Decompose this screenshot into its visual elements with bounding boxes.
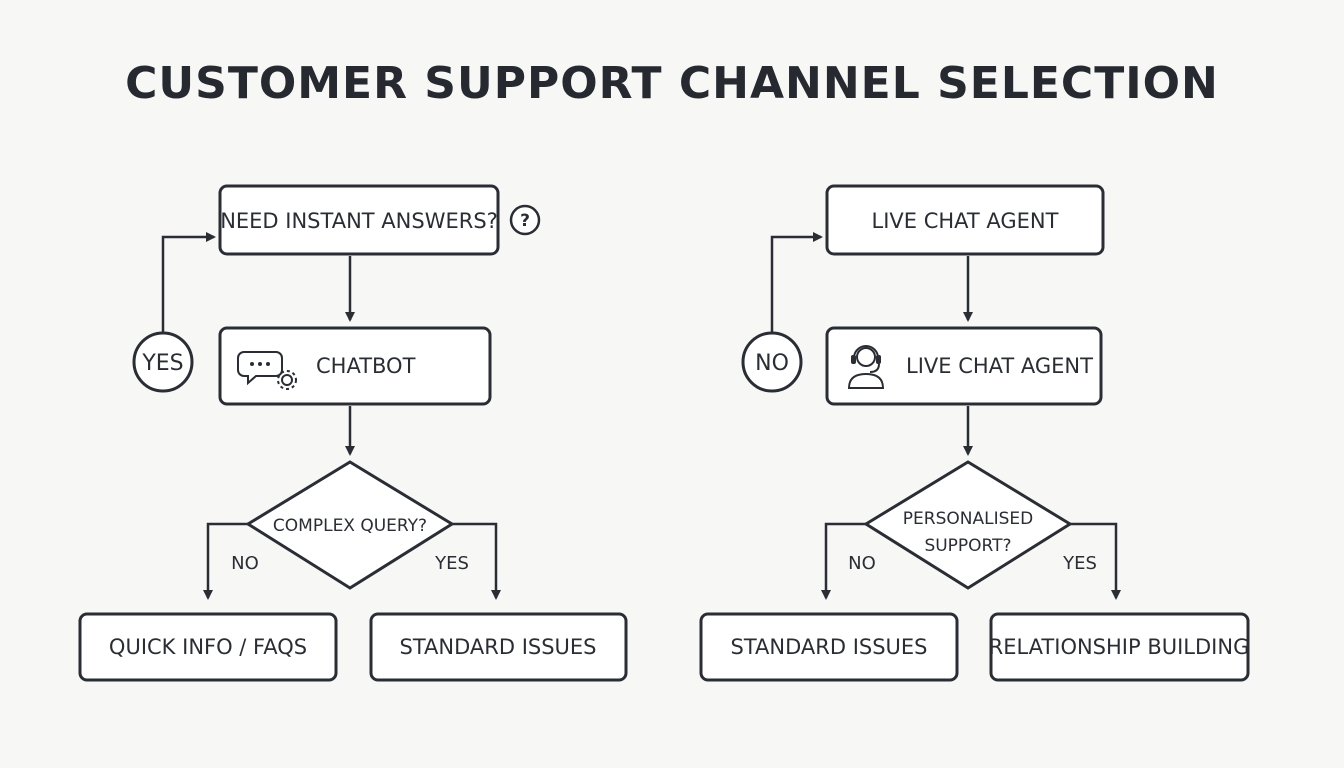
right-outcome-no-node bbox=[699, 612, 959, 682]
left-branch-yes-connector bbox=[452, 522, 501, 600]
left-top-node bbox=[218, 184, 500, 256]
right-channel-node bbox=[825, 326, 1103, 406]
right-branch-no-label: NO bbox=[848, 553, 876, 574]
help-icon bbox=[509, 204, 541, 236]
left-outcome-no-node bbox=[78, 612, 338, 682]
left-outcome-yes-label: STANDARD ISSUES bbox=[399, 635, 596, 659]
left-top-node-label: NEED INSTANT ANSWERS? bbox=[220, 209, 498, 233]
left-entry-connector bbox=[161, 232, 216, 334]
right-top-node-label: LIVE CHAT AGENT bbox=[872, 209, 1059, 233]
left-entry-circle-label: YES bbox=[141, 351, 183, 376]
help-icon-symbol: ? bbox=[520, 211, 530, 231]
right-branch-yes-label: YES bbox=[1062, 553, 1097, 574]
right-entry-connector bbox=[770, 232, 823, 334]
diagram-title: CUSTOMER SUPPORT CHANNEL SELECTION bbox=[125, 58, 1219, 109]
right-entry-circle bbox=[741, 331, 803, 393]
left-branch-yes-label: YES bbox=[434, 553, 469, 574]
left-decision-label: COMPLEX QUERY? bbox=[273, 516, 427, 536]
chatbot-gear-icon bbox=[237, 351, 297, 390]
right-outcome-no-label: STANDARD ISSUES bbox=[730, 635, 927, 659]
right-outcome-yes-node bbox=[989, 612, 1250, 682]
right-top-node bbox=[825, 184, 1105, 256]
left-channel-node-label: CHATBOT bbox=[316, 354, 416, 378]
right-channel-node-label: LIVE CHAT AGENT bbox=[906, 354, 1093, 378]
left-branch-no-label: NO bbox=[231, 553, 259, 574]
left-branch-no-connector bbox=[203, 522, 248, 600]
right-entry-circle-label: NO bbox=[755, 351, 789, 376]
right-branch-no-connector bbox=[821, 522, 866, 600]
right-decision-label-line1: PERSONALISED bbox=[903, 509, 1033, 529]
left-entry-circle bbox=[132, 331, 194, 393]
left-outcome-no-label: QUICK INFO / FAQS bbox=[109, 635, 307, 659]
left-decision-diamond bbox=[245, 460, 455, 590]
right-decision-diamond bbox=[863, 460, 1073, 590]
right-decision-label-line2: SUPPORT? bbox=[924, 536, 1011, 556]
left-flow: NEED INSTANT ANSWERS? ? YES CHATBOT COMP… bbox=[78, 184, 628, 682]
right-outcome-yes-label: RELATIONSHIP BUILDING bbox=[989, 635, 1250, 659]
right-branch-yes-connector bbox=[1070, 522, 1121, 600]
headset-agent-icon bbox=[847, 345, 885, 389]
right-flow: LIVE CHAT AGENT NO LIVE CHAT AGENT PERSO… bbox=[699, 184, 1250, 682]
left-outcome-yes-node bbox=[369, 612, 628, 682]
